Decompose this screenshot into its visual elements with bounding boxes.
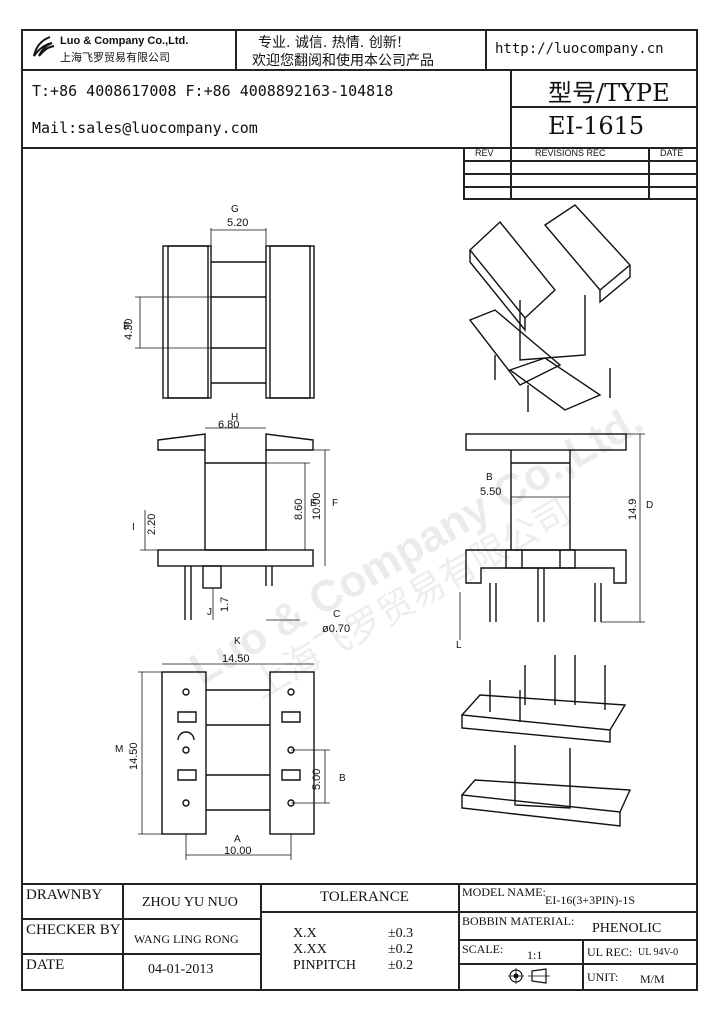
header-col-1 <box>235 29 237 69</box>
marker-l: L <box>456 640 462 651</box>
website-link[interactable]: http://luocompany.cn <box>495 41 664 57</box>
date-header: DATE <box>660 148 684 158</box>
right-col <box>582 939 584 991</box>
date-label: DATE <box>26 957 65 973</box>
ul-label: UL REC: <box>587 945 633 959</box>
dim-top-width: 5.20 <box>227 217 248 229</box>
bobbin-label: BOBBIN MATERIAL: <box>462 914 575 928</box>
tol-value-2: ±0.2 <box>388 958 414 973</box>
marker-e2: E <box>310 498 317 509</box>
dim-front-outer: 10.00 <box>311 492 323 520</box>
marker-b2: B <box>339 773 346 784</box>
dim-top-height: 4.30 <box>123 319 135 340</box>
type-col <box>510 69 512 147</box>
right-row-3 <box>582 963 698 965</box>
dim-pin-dia: ø0.70 <box>322 623 350 635</box>
tol-value-0: ±0.3 <box>388 926 414 941</box>
top-view <box>135 228 315 399</box>
marker-a: A <box>234 834 241 845</box>
dim-bottom-width: 14.50 <box>222 653 250 665</box>
rev-header: REV <box>475 148 494 158</box>
marker-f: F <box>332 498 338 509</box>
bottom-view <box>138 663 330 860</box>
unit-value: M/M <box>640 972 665 986</box>
scale-label: SCALE: <box>462 942 504 956</box>
technical-drawing: 5.20 G 4.30 E 6.80 H 8.60 10.00 E F 2.20… <box>115 204 653 860</box>
footer-col-1 <box>122 883 124 991</box>
scale-divider <box>458 963 582 965</box>
checker-value: WANG LING RONG <box>134 932 239 946</box>
marker-k: K <box>234 636 241 647</box>
company-name-en: Luo & Company Co.,Ltd. <box>60 35 189 47</box>
header-bottom <box>21 147 698 149</box>
right-row-2 <box>458 939 698 941</box>
footer-col-2 <box>260 883 262 991</box>
marker-e: E <box>123 321 130 332</box>
bobbin-value: PHENOLIC <box>592 921 662 936</box>
dim-front-left: 2.20 <box>146 514 158 535</box>
dim-pin-len: 1.7 <box>219 597 231 612</box>
company-name-cn: 上海飞罗贸易有限公司 <box>60 51 170 64</box>
checker-label: CHECKER BY <box>26 922 121 938</box>
iso-view-bottom <box>460 655 632 827</box>
marker-b: B <box>486 472 493 483</box>
revisions-table: REV REVISIONS REC DATE <box>463 147 698 200</box>
mail-address[interactable]: Mail:sales@luocompany.com <box>32 119 258 137</box>
type-label: 型号/TYPE <box>548 79 670 107</box>
marker-g: G <box>231 204 239 215</box>
marker-d: D <box>646 500 653 511</box>
dim-pin-pitch: 5.00 <box>311 769 323 790</box>
model-label: MODEL NAME: <box>462 885 546 899</box>
dim-front-inner: 8.60 <box>293 499 305 520</box>
right-row-1 <box>458 911 698 913</box>
header-divider <box>21 69 698 71</box>
marker-c: C <box>333 609 340 620</box>
iso-view-top <box>468 204 632 412</box>
front-view <box>140 427 330 621</box>
tol-name-2: PINPITCH <box>293 958 357 973</box>
tolerance-label: TOLERANCE <box>320 889 409 905</box>
model-value: EI-16(3+3PIN)-1S <box>545 893 636 907</box>
footer-row-2 <box>21 953 260 955</box>
tol-name-0: X.X <box>293 926 317 941</box>
type-divider <box>510 106 698 108</box>
marker-m: M <box>115 744 123 755</box>
marker-h: H <box>231 412 238 423</box>
footer-col-3 <box>458 883 460 991</box>
projection-symbol-icon <box>506 966 554 990</box>
drawnby-value: ZHOU YU NUO <box>142 895 238 910</box>
rec-header: REVISIONS REC <box>535 148 606 158</box>
company-logo <box>30 34 56 60</box>
type-value: EI-1615 <box>548 112 645 140</box>
phone-fax: T:+86 4008617008 F:+86 4008892163-104818 <box>32 82 394 100</box>
drawing-frame <box>21 29 698 991</box>
date-value: 04-01-2013 <box>148 962 214 977</box>
dim-side-height: 14.9 <box>627 499 639 520</box>
tol-value-1: ±0.2 <box>388 942 414 957</box>
dim-bottom-base: 10.00 <box>224 845 252 857</box>
slogan-line2: 欢迎您翻阅和使用本公司产品 <box>252 53 434 69</box>
luo-logo-icon <box>33 36 55 57</box>
dim-bottom-height: 14.50 <box>128 742 140 770</box>
dim-front-width: 6.80 <box>218 419 239 431</box>
footer-row-1 <box>21 918 260 920</box>
unit-label: UNIT: <box>587 970 619 984</box>
tolerance-divider <box>260 911 458 913</box>
marker-j: J <box>207 607 212 618</box>
tol-name-1: X.XX <box>293 942 327 957</box>
header-col-2 <box>485 29 487 69</box>
dim-side-width: 5.50 <box>480 486 501 498</box>
slogan-line1: 专业. 诚信. 热情. 创新! <box>258 35 403 51</box>
ul-value: UL 94V-0 <box>638 947 679 958</box>
footer-top <box>21 883 698 885</box>
drawnby-label: DRAWNBY <box>26 887 103 903</box>
scale-value: 1:1 <box>527 948 543 962</box>
side-view <box>459 433 645 640</box>
marker-i: I <box>132 522 135 533</box>
